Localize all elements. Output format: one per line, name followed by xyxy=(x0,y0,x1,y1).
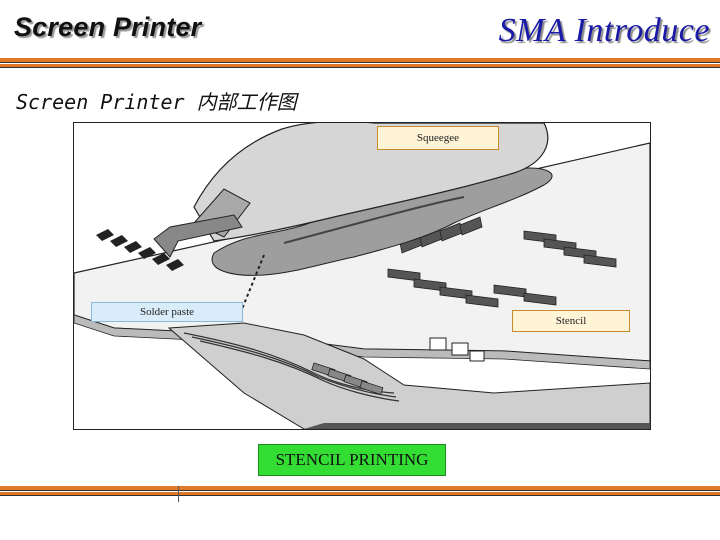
stencil-apertures xyxy=(387,216,617,308)
solder-paste-highlight xyxy=(283,196,465,244)
pcb-trace xyxy=(199,340,400,402)
figure-caption: STENCIL PRINTING xyxy=(258,444,446,476)
stencil-printing-illustration xyxy=(74,123,650,429)
section-title: SMA Introduce xyxy=(498,12,710,49)
solder-paste-leader xyxy=(241,254,265,310)
squeegee-label: Squeegee xyxy=(377,126,499,150)
pcb-components xyxy=(429,337,485,362)
direction-arrow xyxy=(153,214,243,258)
footer-divider xyxy=(0,486,720,502)
squeegee-body xyxy=(193,123,549,242)
stencil-label: Stencil xyxy=(512,310,630,332)
pcb-pads xyxy=(311,362,384,395)
pcb-trace xyxy=(191,336,397,398)
pcb-edge xyxy=(304,423,650,429)
stencil-openings-left xyxy=(96,229,184,271)
header-divider xyxy=(0,58,720,68)
slide-subtitle: Screen Printer 内部工作图 xyxy=(16,90,297,114)
solder-paste-label: Solder paste xyxy=(91,302,243,322)
slide-title: Screen Printer xyxy=(14,12,202,42)
stencil-printing-figure xyxy=(73,122,651,430)
pcb-board xyxy=(167,322,650,429)
